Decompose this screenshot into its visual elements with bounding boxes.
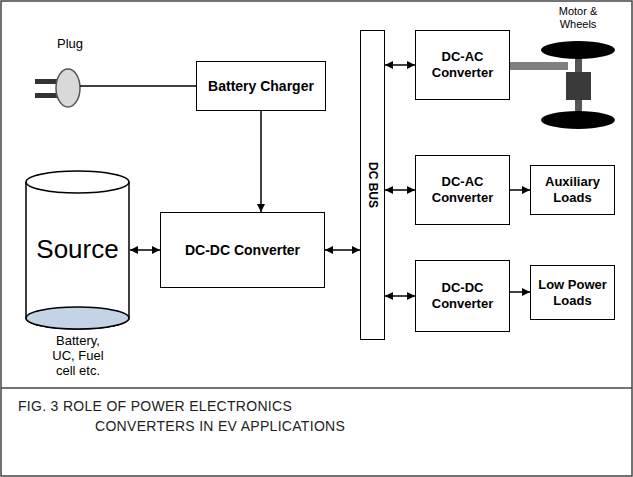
- connector-arrow: [385, 64, 415, 66]
- connector-arrow: [130, 249, 160, 251]
- process-box: DC-AC Converter: [415, 155, 510, 225]
- connector-arrow: [510, 291, 530, 293]
- connector-arrow: [260, 111, 262, 212]
- motor-block: [566, 72, 591, 100]
- wheel: [541, 41, 615, 59]
- dc-bus-bar: DC BUS: [360, 30, 385, 340]
- figure-caption: FIG. 3 ROLE OF POWER ELECTRONICS CONVERT…: [18, 396, 385, 436]
- cylinder-body: [26, 182, 129, 329]
- box-label: Low Power Loads: [535, 277, 610, 308]
- cylinder-label: Source: [36, 234, 118, 265]
- plug-label: Plug: [48, 36, 92, 52]
- connector-arrow: [510, 189, 530, 191]
- process-box: DC-DC Converter: [415, 260, 510, 332]
- process-box: DC-DC Converter: [160, 212, 325, 288]
- plug-wire: [80, 85, 196, 87]
- bus-label: DC BUS: [365, 162, 379, 208]
- load-box: Low Power Loads: [530, 265, 615, 320]
- box-label: DC-DC Converter: [185, 242, 300, 259]
- motor-label: Motor & Wheels: [548, 5, 608, 31]
- connector-arrow: [385, 189, 415, 191]
- cylinder-base: [26, 307, 129, 329]
- box-label: Battery Charger: [208, 78, 314, 95]
- box-label: DC-AC Converter: [420, 174, 505, 205]
- box-label: Auxiliary Loads: [535, 174, 610, 205]
- source-cylinder: SourceBattery, UC, Fuel cell etc.: [25, 170, 130, 330]
- motor-shaft: [510, 62, 568, 70]
- box-label: DC-DC Converter: [420, 280, 505, 311]
- wheel: [541, 111, 615, 129]
- connector-arrow: [385, 295, 415, 297]
- cylinder-top: [26, 171, 129, 193]
- process-box: DC-AC Converter: [415, 30, 510, 100]
- load-box: Auxiliary Loads: [530, 165, 615, 215]
- plug-body: [56, 69, 80, 107]
- process-box: Battery Charger: [196, 61, 326, 111]
- caption-rule: [1, 387, 632, 389]
- source-note: Battery, UC, Fuel cell etc.: [45, 333, 111, 378]
- box-label: DC-AC Converter: [420, 49, 505, 80]
- connector-arrow: [325, 249, 360, 251]
